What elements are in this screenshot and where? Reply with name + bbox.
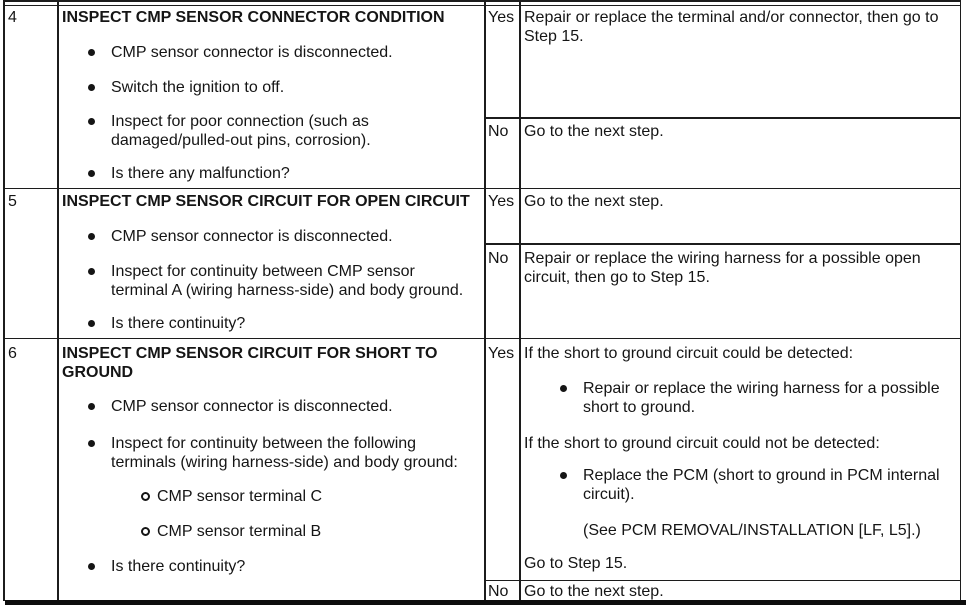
bullet-text: Inspect for continuity between the follo…	[111, 435, 458, 471]
inspection-title: INSPECT CMP SENSOR CIRCUIT FOR OPEN CIRC…	[62, 193, 470, 210]
table-bottom-thick-border	[5, 599, 966, 605]
bullet-dot-icon	[88, 49, 95, 56]
inspection-bullet: Is there continuity?	[88, 314, 471, 333]
inspection-bullet: CMP sensor connector is disconnected.	[88, 397, 471, 416]
action-bullet: Replace the PCM (short to ground in PCM …	[560, 466, 955, 504]
sub-bullet-text: CMP sensor terminal C	[157, 488, 323, 505]
inspection-bullet: Inspect for continuity between the follo…	[88, 434, 469, 472]
step-number: 5	[8, 193, 17, 210]
step-number: 4	[8, 9, 17, 26]
result-no-label: No	[488, 250, 509, 267]
action-bullet-text: Replace the PCM (short to ground in PCM …	[583, 467, 940, 503]
table-border-left	[3, 0, 5, 601]
bullet-text: Switch the ignition to off.	[111, 79, 285, 96]
bullet-dot-icon	[88, 563, 95, 570]
column-divider-inspection	[484, 0, 486, 600]
row-5-yes-no-divider	[484, 243, 961, 245]
bullet-dot-icon	[88, 118, 95, 125]
inspection-title: INSPECT CMP SENSOR CIRCUIT FOR SHORT TO …	[62, 345, 438, 381]
action-bullet-text: Repair or replace the wiring harness for…	[583, 380, 940, 416]
result-no-label: No	[488, 123, 509, 140]
bullet-text: Inspect for continuity between CMP senso…	[111, 263, 464, 299]
action-no-text: Repair or replace the wiring harness for…	[524, 250, 921, 286]
column-divider-step	[57, 0, 59, 600]
row-6-top-border	[3, 337, 961, 339]
inspection-sub-bullet: CMP sensor terminal C	[141, 487, 457, 506]
bullet-text: CMP sensor connector is disconnected.	[111, 398, 393, 415]
row-5-top-border	[3, 187, 961, 189]
inspection-bullet: CMP sensor connector is disconnected.	[88, 43, 471, 62]
action-yes-text: Go to the next step.	[524, 193, 664, 210]
bullet-text: Is there continuity?	[111, 315, 246, 332]
result-yes-label: Yes	[488, 345, 515, 362]
bullet-dot-icon	[88, 268, 95, 275]
bullet-dot-icon	[88, 84, 95, 91]
action-condition-text: If the short to ground circuit could not…	[524, 435, 880, 452]
bullet-dot-icon	[88, 320, 95, 327]
inspection-bullet: Inspect for poor connection (such as dam…	[88, 112, 431, 150]
action-yes-text: Repair or replace the terminal and/or co…	[524, 9, 939, 45]
bullet-dot-icon	[560, 472, 567, 479]
bullet-dot-icon	[88, 403, 95, 410]
circle-bullet-icon	[141, 492, 150, 501]
action-no-text: Go to the next step.	[524, 583, 664, 600]
bullet-text: Inspect for poor connection (such as dam…	[111, 113, 371, 149]
table-border-right	[959, 0, 961, 600]
result-no-label: No	[488, 583, 509, 600]
inspection-title: INSPECT CMP SENSOR CONNECTOR CONDITION	[62, 9, 445, 26]
action-footer-text: Go to Step 15.	[524, 555, 628, 572]
action-bullet: Repair or replace the wiring harness for…	[560, 379, 955, 417]
row-4-top-border	[3, 4, 961, 6]
step-number: 6	[8, 345, 17, 362]
bullet-dot-icon	[560, 385, 567, 392]
inspection-bullet: CMP sensor connector is disconnected.	[88, 227, 471, 246]
circle-bullet-icon	[141, 527, 150, 536]
inspection-bullet: Is there continuity?	[88, 557, 471, 576]
column-divider-result	[519, 0, 521, 600]
result-yes-label: Yes	[488, 9, 515, 26]
inspection-bullet: Switch the ignition to off.	[88, 78, 471, 97]
bullet-text: CMP sensor connector is disconnected.	[111, 228, 393, 245]
row-4-yes-no-divider	[484, 117, 961, 119]
inspection-sub-bullet: CMP sensor terminal B	[141, 522, 457, 541]
row-6-yes-no-divider	[484, 579, 961, 581]
action-condition-text: If the short to ground circuit could be …	[524, 345, 854, 362]
bullet-dot-icon	[88, 233, 95, 240]
bullet-text: Is there any malfunction?	[111, 165, 290, 182]
bullet-dot-icon	[88, 170, 95, 177]
table-line-top-edge	[3, 0, 961, 2]
action-reference-text: (See PCM REMOVAL/INSTALLATION [LF, L5].)	[583, 522, 921, 539]
sub-bullet-text: CMP sensor terminal B	[157, 523, 322, 540]
inspection-bullet: Inspect for continuity between CMP senso…	[88, 262, 469, 300]
result-yes-label: Yes	[488, 193, 515, 210]
bullet-text: Is there continuity?	[111, 558, 246, 575]
inspection-bullet: Is there any malfunction?	[88, 164, 471, 183]
bullet-text: CMP sensor connector is disconnected.	[111, 44, 393, 61]
bullet-dot-icon	[88, 440, 95, 447]
action-no-text: Go to the next step.	[524, 123, 664, 140]
